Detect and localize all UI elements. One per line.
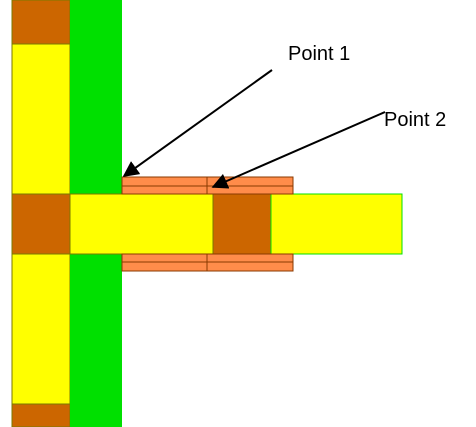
plate-bottom-right-lower bbox=[206, 261, 294, 272]
plate-top-right-lower bbox=[206, 185, 294, 195]
column-segment-upper bbox=[11, 43, 71, 195]
plate-bottom-right-upper bbox=[206, 253, 294, 263]
beam-right bbox=[270, 193, 403, 255]
point2-label: Point 2 bbox=[384, 109, 446, 131]
plate-bottom-left-lower bbox=[121, 261, 208, 272]
column-node-middle bbox=[11, 193, 71, 255]
beam-left bbox=[69, 193, 214, 255]
plate-top-left-upper bbox=[121, 176, 208, 187]
point1-arrow bbox=[122, 69, 273, 177]
point2-arrow bbox=[211, 111, 386, 189]
beam-node bbox=[212, 193, 272, 255]
column-segment-lower bbox=[11, 253, 71, 405]
column-segment-bottom bbox=[11, 403, 71, 427]
point1-label: Point 1 bbox=[288, 43, 350, 65]
column-segment-top bbox=[11, 0, 71, 45]
plate-bottom-left-upper bbox=[121, 253, 208, 263]
plate-top-left-lower bbox=[121, 185, 208, 195]
